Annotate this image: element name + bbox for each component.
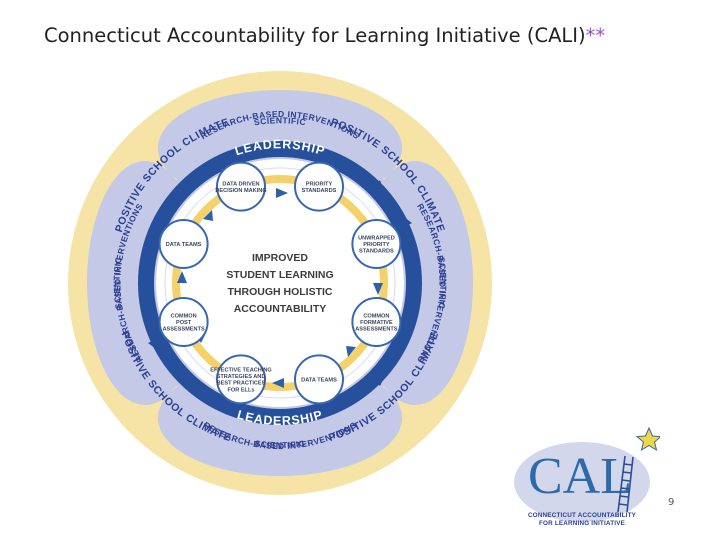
node-label-line: DATA DRIVEN bbox=[222, 181, 259, 187]
node-data-teams-lower: DATA TEAMS bbox=[294, 354, 344, 405]
node-circle bbox=[158, 297, 209, 347]
node-circle bbox=[294, 161, 344, 212]
node-label-line: POST bbox=[176, 320, 192, 326]
leadership-band bbox=[138, 141, 422, 425]
logo-oval bbox=[514, 442, 650, 522]
center-line-1: IMPROVED bbox=[252, 252, 308, 264]
star-icon bbox=[635, 426, 660, 452]
cali-logo: CAL CONNECTICUT ACCOUNTABILITY FOR LEARN… bbox=[514, 426, 660, 527]
node-label-line: DECISION MAKING bbox=[215, 188, 266, 194]
node-circle bbox=[351, 297, 402, 347]
node-circle bbox=[351, 219, 402, 269]
slide-title-text: Connecticut Accountability for Learning … bbox=[44, 24, 586, 47]
node-label-line: PRIORITY bbox=[306, 181, 333, 187]
page-number: 9 bbox=[668, 497, 675, 508]
node-label-line: BEST PRACTICES bbox=[217, 381, 266, 387]
node-label-line: EFFECTIVE TEACHING bbox=[210, 368, 272, 374]
node-label-line: FOR ELLs bbox=[227, 387, 254, 393]
center-line-4: ACCOUNTABILITY bbox=[234, 303, 327, 315]
interventions-bottom-line1: SCIENTIFIC bbox=[254, 438, 306, 450]
inner-disk bbox=[156, 159, 404, 407]
node-label-line: COMMON bbox=[171, 313, 197, 319]
node-label-line: FORMATIVE bbox=[360, 320, 393, 326]
node-label-line: STRATEGIES AND bbox=[217, 374, 266, 380]
node-label-line: ASSESSMENTS bbox=[162, 327, 205, 333]
node-label-line: PRIORITY bbox=[363, 242, 390, 248]
title-asterisks: ** bbox=[585, 24, 606, 47]
node-label-line: UNWRAPPED bbox=[358, 235, 395, 241]
interventions-left-line1: SCIENTIFIC bbox=[112, 256, 124, 309]
node-label-line: ASSESSMENTS bbox=[355, 327, 398, 333]
leadership-label-bottom: LEADERSHIP bbox=[236, 408, 325, 428]
node-label-line: STANDARDS bbox=[302, 188, 337, 194]
leadership-arrows bbox=[143, 180, 417, 386]
inner-cycle-ring bbox=[172, 175, 388, 391]
node-circle bbox=[216, 161, 266, 212]
center-line-3: THROUGH HOLISTIC bbox=[228, 286, 333, 298]
node-label-line: DATA TEAMS bbox=[301, 377, 337, 383]
node-data-teams-upper: DATA TEAMS bbox=[158, 219, 209, 269]
node-circle bbox=[216, 354, 266, 405]
slide-title: Connecticut Accountability for Learning … bbox=[44, 24, 605, 47]
logo-wordmark: CAL bbox=[528, 448, 632, 505]
ladder-icon bbox=[617, 455, 634, 513]
leadership-label-top: LEADERSHIP bbox=[233, 137, 327, 158]
interventions-right-line1: SCIENTIFIC bbox=[436, 256, 448, 309]
node-circle bbox=[294, 354, 344, 405]
node-label-line: COMMON bbox=[363, 313, 389, 319]
node-circle bbox=[158, 219, 209, 269]
logo-subtitle-line1: CONNECTICUT ACCOUNTABILITY bbox=[528, 512, 637, 519]
logo-subtitle-line2: FOR LEARNING INITIATIVE bbox=[539, 520, 625, 527]
node-label-line: DATA TEAMS bbox=[166, 242, 202, 248]
node-label-line: STANDARDS bbox=[359, 249, 394, 255]
center-line-2: STUDENT LEARNING bbox=[226, 269, 333, 281]
